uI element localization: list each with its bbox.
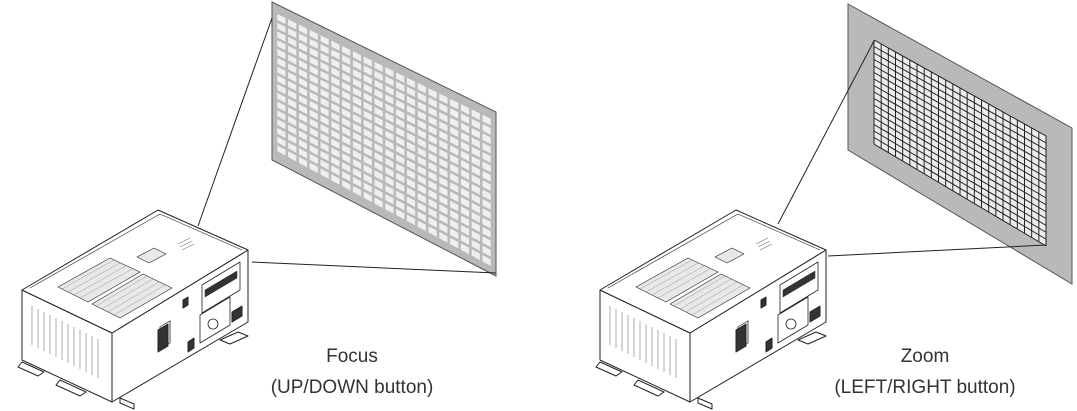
grid-line [873,130,1047,233]
zoom-subtitle: (LEFT/RIGHT button) [834,377,1016,398]
grid-line [275,37,493,148]
grid-line [873,39,1047,137]
zoom-caption: Zoom (LEFT/RIGHT button) [795,341,1055,403]
grid-line [275,10,493,120]
grid-line [873,65,1047,164]
grid-line [873,143,1047,247]
projector [17,209,249,410]
grid-line [275,115,493,232]
grid-line [275,107,493,223]
zoom-screen [847,3,1073,285]
grid-line [275,98,493,213]
grid-line [275,150,493,270]
zoom-illustration [595,3,1073,410]
grid-line [873,98,1047,199]
grid-line [275,54,493,167]
grid-line [873,85,1047,185]
focus-illustration [17,1,497,410]
projection-line-bottom [827,244,1047,257]
grid-line [275,28,493,138]
grid-line [275,142,493,260]
focus-title: Focus [326,346,378,367]
grid-line [873,117,1047,219]
grid-line [275,19,493,129]
zoom-screen-grid [873,39,1047,247]
grid-line [873,124,1047,226]
grid-line [275,45,493,157]
grid-line [275,133,493,251]
grid-line [275,124,493,242]
grid-line [873,46,1047,144]
grid-line [275,80,493,195]
grid-line [275,89,493,204]
focus-caption: Focus (UP/DOWN button) [222,341,482,403]
grid-line [873,78,1047,178]
grid-line [873,72,1047,171]
focus-screen-grid [274,10,494,270]
grid-line [873,137,1047,240]
grid-line [275,63,493,176]
projector [595,209,827,410]
zoom-title: Zoom [900,346,950,367]
projection-line-top [777,40,875,225]
focus-subtitle: (UP/DOWN button) [270,377,434,398]
grid-line [873,59,1047,158]
grid-line [873,111,1047,213]
grid-line [873,52,1047,151]
projection-line-bottom [251,261,497,274]
grid-line [873,104,1047,206]
focus-screen [271,1,497,277]
grid-line [275,72,493,185]
grid-line [873,91,1047,192]
projection-line-top [197,17,273,227]
